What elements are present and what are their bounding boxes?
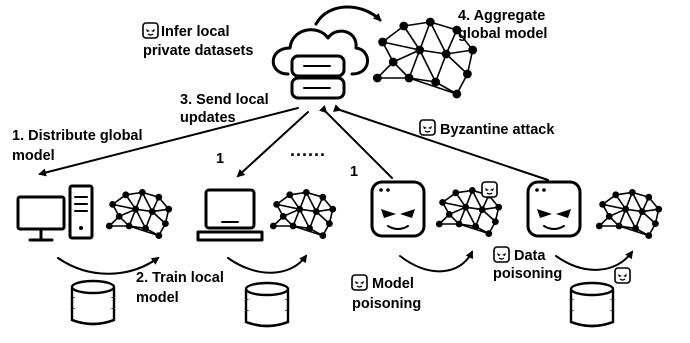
- malicious-client-icon-3: [370, 180, 426, 238]
- attacker-icon-model-poisoning: [351, 274, 368, 291]
- model-poisoning-label-line2: poisoning: [352, 296, 421, 312]
- byzantine-attack-label: Byzantine attack: [440, 122, 555, 138]
- database-icon-2: [244, 281, 290, 328]
- attacker-icon-model: [481, 181, 498, 198]
- train-arc-client3: [399, 250, 473, 273]
- desktop-computer-icon: [16, 184, 94, 242]
- global-model-network-icon: [372, 17, 478, 99]
- train-local-label-line1: 2. Train local: [136, 270, 224, 286]
- arrow-client2: [236, 111, 309, 178]
- local-model-network-icon-4: [595, 189, 663, 240]
- distribute-arrow-client1: [38, 107, 299, 177]
- data-poisoning-label-line2: poisoning: [493, 266, 562, 282]
- arrow-client3: [318, 104, 393, 179]
- aggregate-arrow: [314, 5, 382, 26]
- local-model-network-icon-1: [105, 189, 173, 240]
- send-updates-label-line2: updates: [180, 110, 236, 126]
- send-updates-label-line1: 3. Send local: [180, 92, 269, 108]
- attacker-icon-byzantine: [419, 119, 436, 136]
- database-icon-4: [569, 281, 615, 328]
- attacker-icon-data-poisoning: [493, 246, 510, 263]
- more-clients-ellipsis: ......: [290, 140, 326, 160]
- aggregate-label-line1: 4. Aggregate: [458, 8, 545, 24]
- infer-label-line2: private datasets: [143, 43, 253, 59]
- train-arc-client4: [555, 250, 634, 271]
- attacker-icon-data: [614, 267, 631, 284]
- model-poisoning-label-line1: Model: [372, 276, 414, 292]
- data-poisoning-label-line1: Data: [514, 248, 546, 264]
- distribute-label-line1: 1. Distribute global: [12, 128, 143, 144]
- malicious-client-icon-4: [526, 180, 582, 238]
- cloud-server-icon: [271, 28, 369, 100]
- train-arc-client1: [57, 256, 160, 275]
- database-icon-1: [70, 279, 116, 326]
- train-local-label-line2: model: [136, 290, 179, 306]
- train-arc-client2: [227, 254, 308, 274]
- laptop-icon: [196, 188, 264, 242]
- arrow-client4: [333, 104, 549, 181]
- attacker-icon-infer: [142, 22, 159, 39]
- distribute-label-line2: model: [12, 148, 55, 164]
- infer-label-line1: Infer local: [161, 24, 230, 40]
- local-model-network-icon-2: [269, 189, 337, 240]
- client2-index-label: 1: [216, 151, 224, 167]
- client3-index-label: 1: [350, 164, 358, 180]
- aggregate-label-line2: global model: [458, 26, 547, 42]
